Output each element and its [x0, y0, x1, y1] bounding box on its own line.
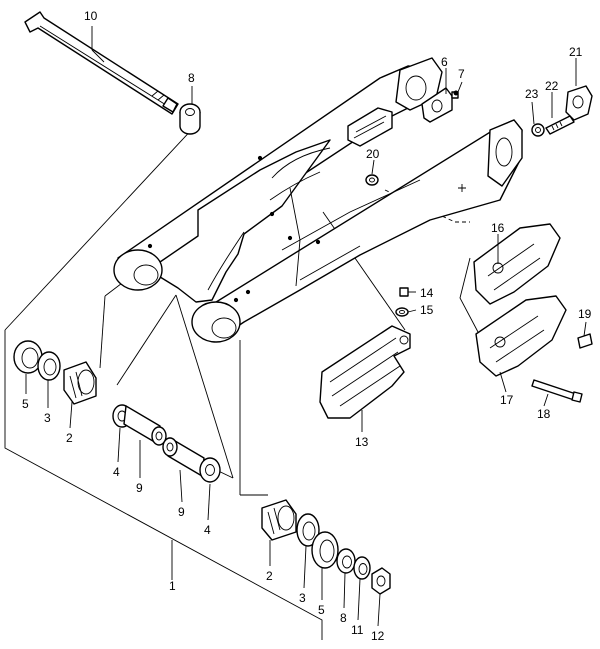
callout-15: 15: [420, 303, 434, 317]
bolt-18: [531, 379, 583, 403]
callout-16: 16: [491, 221, 505, 235]
collar-20: [365, 174, 379, 186]
callout-2-right: 2: [266, 569, 273, 583]
callout-9-left: 9: [136, 481, 143, 495]
callout-17: 17: [500, 393, 514, 407]
swingarm-body: [113, 57, 523, 343]
callout-4-right: 4: [204, 523, 211, 537]
callout-22: 22: [545, 79, 559, 93]
pivot-tube-9-right: [162, 437, 205, 477]
ring-3-left: [37, 351, 61, 381]
bolt-19: [577, 333, 593, 349]
callout-4-left: 4: [113, 465, 120, 479]
callout-leaders: [25, 26, 587, 627]
callout-5-left: 5: [22, 397, 29, 411]
callout-20: 20: [366, 147, 380, 161]
bearing-2-left: [63, 361, 97, 405]
callout-9-right: 9: [178, 505, 185, 519]
callout-11: 11: [351, 623, 364, 637]
callout-14: 14: [420, 286, 434, 300]
callout-1: 1: [169, 579, 176, 593]
collar-4-right: [199, 457, 221, 483]
ring-3-right: [296, 513, 320, 547]
washer-15: [395, 307, 409, 317]
nut-12: [371, 567, 391, 595]
callout-3-right: 3: [299, 591, 306, 605]
seal-5-left: [13, 340, 43, 374]
callout-10: 10: [84, 9, 98, 23]
seal-5-right: [311, 531, 339, 569]
callout-8: 8: [188, 71, 195, 85]
pivot-tube-9-left: [123, 405, 167, 446]
callout-18: 18: [537, 407, 551, 421]
washer-8: [179, 103, 201, 135]
washer-11: [353, 556, 371, 580]
callout-labels: 10 8 6 7 21 22 23 20 16 14 15 19 17 18 1…: [22, 9, 592, 643]
callout-8-right: 8: [340, 611, 347, 625]
callout-7: 7: [458, 67, 465, 81]
washer-8-right: [336, 548, 356, 574]
callout-13: 13: [355, 435, 369, 449]
callout-2-left: 2: [66, 431, 73, 445]
chain-slider-13: [319, 325, 411, 419]
washer-23: [531, 123, 545, 137]
chain-guide-16: [473, 223, 561, 305]
callout-19: 19: [578, 307, 592, 321]
callout-12: 12: [371, 629, 385, 643]
bolt-7: [451, 90, 459, 99]
pivot-bolt-10: [24, 11, 179, 115]
chain-guide-17: [475, 295, 567, 377]
bolt-14: [399, 287, 409, 297]
chain-block-21: [565, 85, 593, 121]
callout-3-left: 3: [44, 411, 51, 425]
bolt-22: [545, 115, 575, 135]
callout-21: 21: [569, 45, 583, 59]
bearing-2-right: [261, 499, 297, 541]
callout-6: 6: [441, 55, 448, 69]
callout-5-right: 5: [318, 603, 325, 617]
callout-23: 23: [525, 87, 539, 101]
